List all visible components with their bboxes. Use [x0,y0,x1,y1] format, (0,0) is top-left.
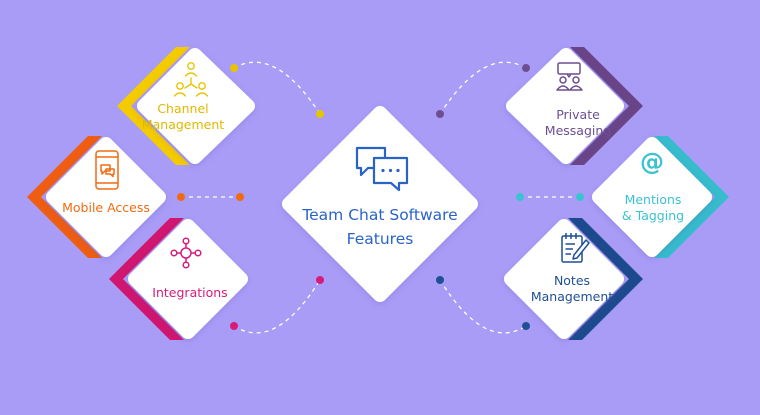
feature-private-messaging: Private Messaging [508,107,648,139]
feature-label-line1: Mobile Access [62,200,150,215]
dot-mentions-end [576,193,584,201]
feature-label-line1: Notes [553,273,591,288]
people-network-icon [173,62,209,97]
feature-label-line2: Management [530,289,614,304]
feature-label-line1: Integrations [152,285,228,300]
connector-dots [177,64,584,330]
at-sign-icon: @ [640,148,664,176]
feature-label-line1: Channel [157,101,209,116]
connector-notes [439,279,527,334]
dot-channel [230,64,238,72]
diamond-private [506,48,624,164]
band-channel [117,47,190,165]
connector-channel [233,61,321,115]
dot-mobile [177,193,185,201]
dot-notes-end [522,322,530,330]
feature-mentions-tagging: Mentions & Tagging [588,192,718,224]
connectors [181,61,580,334]
dot-private [436,110,444,118]
feature-integrations: Integrations [125,285,255,301]
feature-label-line2: & Tagging [621,208,685,223]
band-mentions [654,136,729,258]
diamond-center [282,106,478,302]
band-integrations [109,218,184,340]
dot-private-end [522,64,530,72]
feature-notes-management: Notes Management [507,273,637,305]
feature-mobile-access: Mobile Access [46,200,166,216]
diamond-integrations [128,219,248,339]
dot-mobile-end [236,193,244,201]
feature-channel-management: Channel Management [118,101,248,133]
center-title-line2: Features [346,230,414,249]
feature-label-line1: Mentions [624,192,682,207]
feature-label-line2: Management [141,117,225,132]
center-title: Team Chat Software Features [270,203,490,251]
diamond-cards [46,48,712,339]
hub-nodes-icon [170,237,202,269]
feature-label-line2: Messaging [544,123,612,138]
dot-integrations-end [316,276,324,284]
diamond-mobile [46,137,166,257]
notepad-pencil-icon [561,233,590,263]
two-people-message-icon [556,62,583,91]
accent-bands [27,47,729,340]
chat-bubbles-icon [355,146,409,192]
diamond-mentions [592,137,712,257]
dot-notes [436,276,444,284]
dot-integrations [230,322,238,330]
band-private [570,47,643,165]
band-mobile [27,136,102,258]
diamond-notes [504,219,624,339]
diamond-channel [137,48,255,164]
feature-label-line1: Private [556,107,600,122]
smartphone-chat-icon [95,150,119,190]
dot-channel-end [316,110,324,118]
connector-private [439,61,527,115]
center-title-line1: Team Chat Software [302,206,458,224]
dot-mentions [516,193,524,201]
connector-integrations [233,279,321,334]
band-notes [568,218,643,340]
